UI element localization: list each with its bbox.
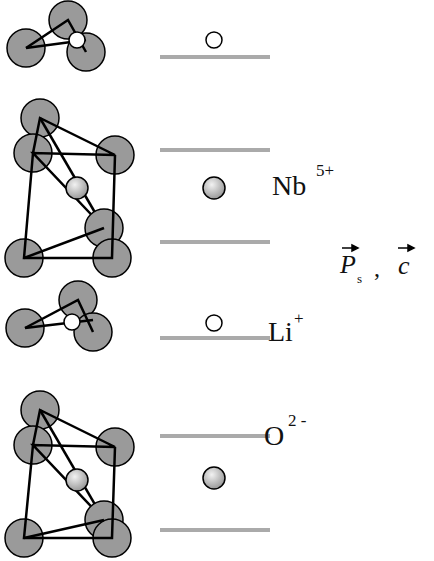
- li-layer: [6, 281, 112, 351]
- vector-symbol: P: [340, 252, 356, 278]
- nb-ion: [203, 467, 225, 489]
- li-layer: [7, 1, 105, 71]
- charge-superscript: 2 -: [288, 412, 306, 429]
- ion-label: Li: [268, 318, 293, 346]
- vector-subscript: s: [357, 272, 362, 285]
- nb-ion: [203, 177, 225, 199]
- ion-label: O: [264, 422, 284, 450]
- li-ion: [206, 32, 222, 48]
- vector-symbol: c: [398, 253, 410, 279]
- layer-planes: [160, 57, 270, 530]
- vector-arrow: [342, 245, 414, 251]
- nbo6-octahedron: [5, 99, 134, 277]
- charge-superscript: 5+: [316, 162, 334, 179]
- separator: ,: [374, 256, 380, 280]
- charge-superscript: +: [294, 310, 304, 327]
- ion-label: Nb: [272, 172, 306, 200]
- nbo6-octahedron: [5, 391, 134, 557]
- li-ion: [206, 315, 222, 331]
